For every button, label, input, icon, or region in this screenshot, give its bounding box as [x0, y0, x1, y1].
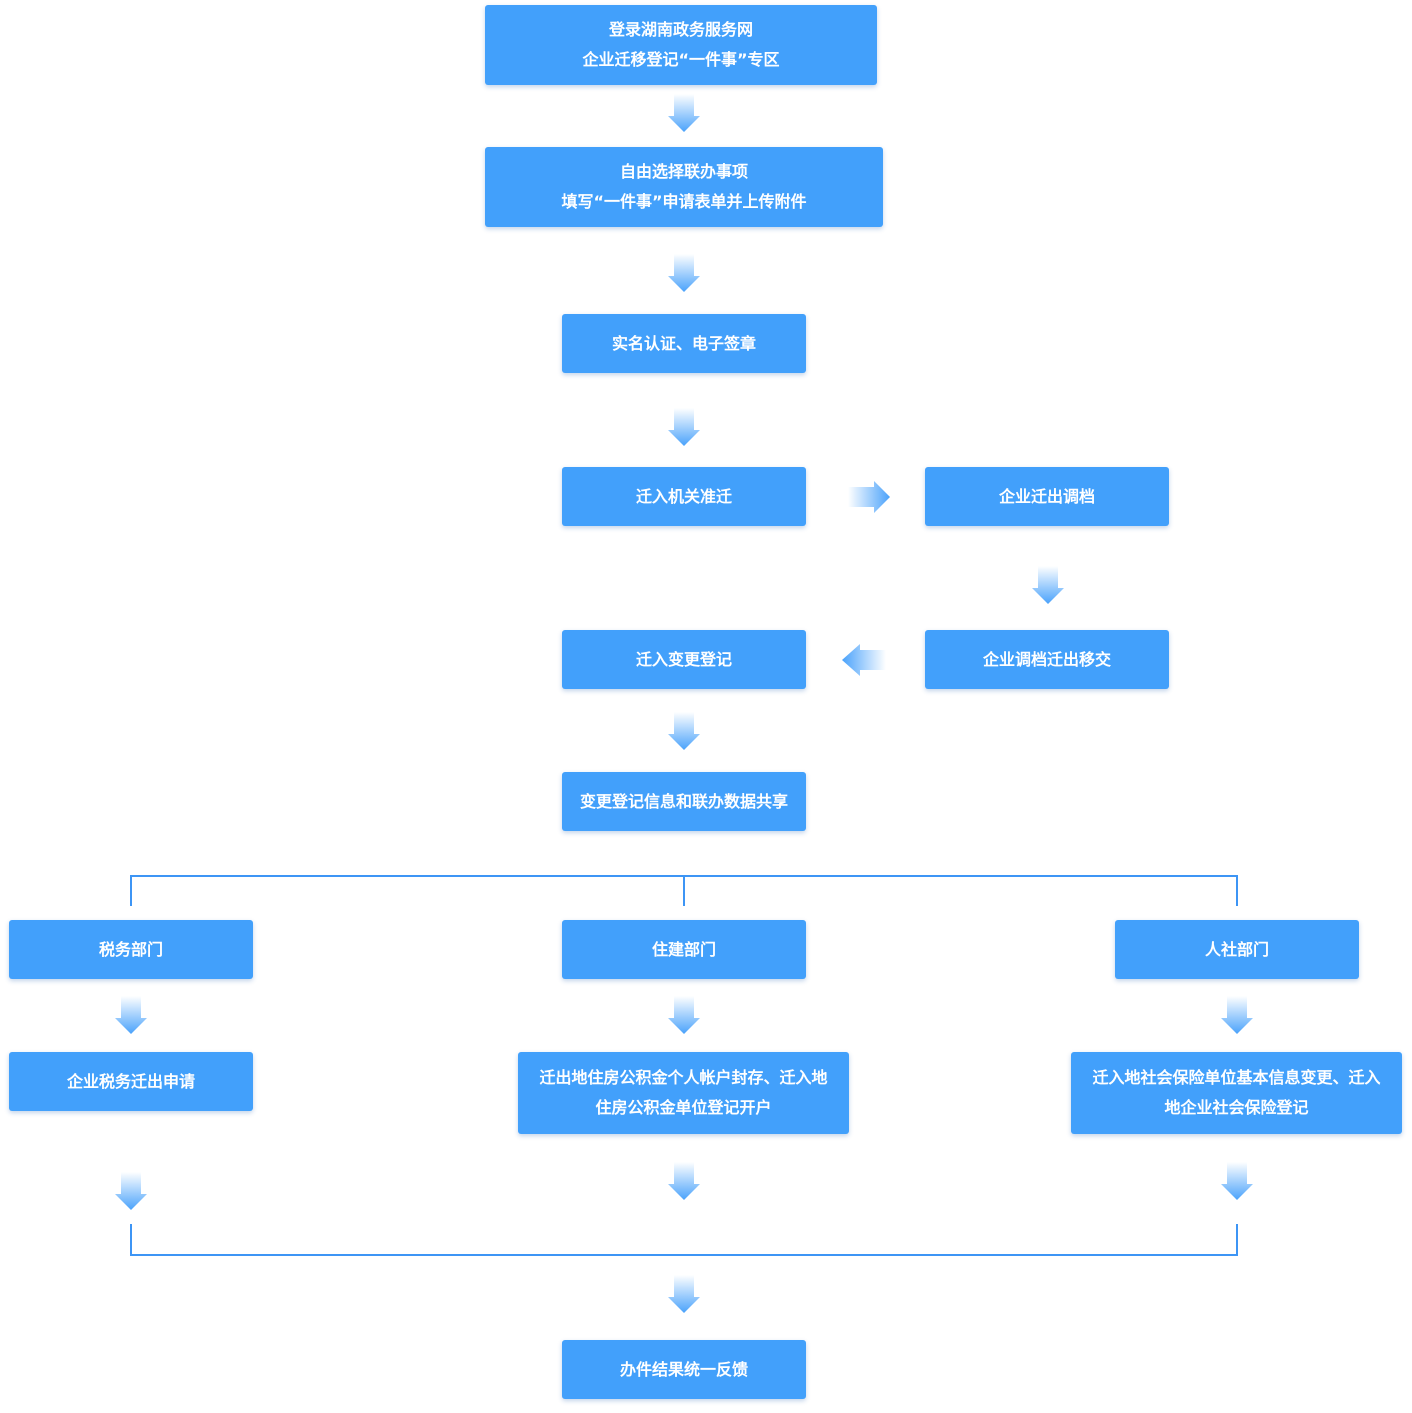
step-data-share: 变更登记信息和联办数据共享: [562, 772, 806, 831]
task-housing-line1: 迁出地住房公积金个人帐户封存、迁入地: [539, 1068, 828, 1087]
arrow-down-icon: [1221, 996, 1253, 1034]
task-hr: 迁入地社会保险单位基本信息变更、迁入 地企业社会保险登记: [1071, 1052, 1402, 1134]
arrow-down-icon: [1221, 1162, 1253, 1200]
step-data-share-label: 变更登记信息和联办数据共享: [579, 791, 788, 811]
arrow-down-icon: [1032, 566, 1064, 604]
task-tax: 企业税务迁出申请: [9, 1052, 253, 1111]
step-feedback: 办件结果统一反馈: [562, 1340, 806, 1399]
step-select-line1: 自由选择联办事项: [619, 162, 748, 181]
arrow-down-icon: [115, 1172, 147, 1210]
dept-hr: 人社部门: [1115, 920, 1359, 979]
arrow-down-icon: [668, 1162, 700, 1200]
step-login: 登录湖南政务服务网 企业迁移登记“一件事”专区: [485, 5, 877, 85]
arrow-down-icon: [115, 996, 147, 1034]
branch-connector: [130, 875, 1238, 906]
step-change-register: 迁入变更登记: [562, 630, 806, 689]
step-select-items: 自由选择联办事项 填写“一件事”申请表单并上传附件: [485, 147, 883, 227]
step-archive-out-label: 企业迁出调档: [998, 486, 1095, 506]
task-housing: 迁出地住房公积金个人帐户封存、迁入地 住房公积金单位登记开户: [518, 1052, 849, 1134]
step-archive-transfer-label: 企业调档迁出移交: [982, 649, 1111, 669]
arrow-down-icon: [668, 254, 700, 292]
dept-housing: 住建部门: [562, 920, 806, 979]
step-change-register-label: 迁入变更登记: [635, 649, 732, 669]
dept-tax-label: 税务部门: [98, 939, 163, 959]
arrow-down-icon: [668, 408, 700, 446]
arrow-down-icon: [668, 996, 700, 1034]
task-housing-line2: 住房公积金单位登记开户: [595, 1098, 772, 1117]
dept-hr-label: 人社部门: [1204, 939, 1269, 959]
step-login-line2: 企业迁移登记“一件事”专区: [582, 50, 780, 69]
task-hr-line2: 地企业社会保险登记: [1164, 1098, 1309, 1117]
step-login-line1: 登录湖南政务服务网: [608, 20, 753, 39]
step-feedback-label: 办件结果统一反馈: [619, 1359, 748, 1379]
step-archive-transfer: 企业调档迁出移交: [925, 630, 1169, 689]
merge-connector: [130, 1224, 1238, 1256]
arrow-right-icon: [848, 481, 890, 513]
dept-housing-label: 住建部门: [651, 939, 716, 959]
step-approve-in-label: 迁入机关准迁: [635, 486, 732, 506]
step-approve-in: 迁入机关准迁: [562, 467, 806, 526]
task-tax-label: 企业税务迁出申请: [66, 1071, 195, 1091]
arrow-down-icon: [668, 712, 700, 750]
step-archive-out: 企业迁出调档: [925, 467, 1169, 526]
step-auth-label: 实名认证、电子签章: [611, 333, 756, 353]
arrow-down-icon: [668, 1275, 700, 1313]
step-select-line2: 填写“一件事”申请表单并上传附件: [561, 192, 807, 211]
step-real-name-auth: 实名认证、电子签章: [562, 314, 806, 373]
arrow-left-icon: [842, 644, 886, 676]
task-hr-line1: 迁入地社会保险单位基本信息变更、迁入: [1092, 1068, 1381, 1087]
dept-tax: 税务部门: [9, 920, 253, 979]
arrow-down-icon: [668, 94, 700, 132]
